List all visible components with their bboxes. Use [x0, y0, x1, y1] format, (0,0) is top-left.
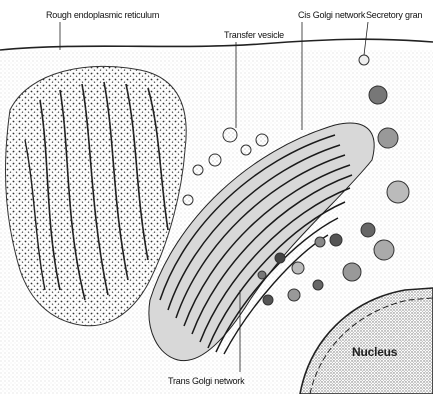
label-nucleus: Nucleus [352, 345, 397, 359]
label-trans-golgi: Trans Golgi network [168, 376, 244, 386]
plasma-membrane [0, 39, 433, 50]
label-cis-golgi: Cis Golgi network [298, 10, 365, 20]
label-transfer-vesicle: Transfer vesicle [224, 30, 284, 40]
label-secretory-granule: Secretory gran [366, 10, 422, 20]
label-rough-er: Rough endoplasmic reticulum [46, 10, 159, 20]
